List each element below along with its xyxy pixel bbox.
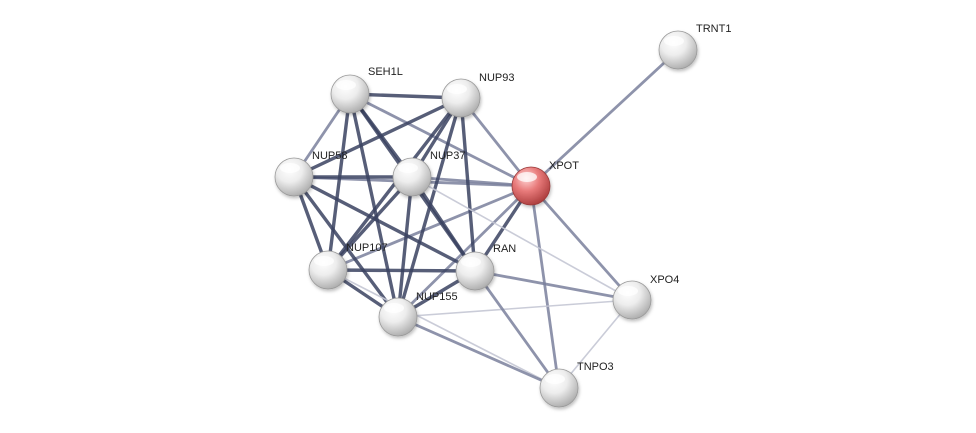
node-label-seh1l: SEH1L	[368, 66, 403, 78]
node-label-xpo4: XPO4	[650, 274, 679, 286]
edge-ran-xpo4	[473, 269, 634, 302]
edge-xpot-xpo4	[529, 184, 634, 302]
edge-xpot-trnt1	[529, 48, 680, 188]
node-label-tnpo3: TNPO3	[577, 361, 614, 373]
edge-nup107-tnpo3	[327, 269, 560, 389]
node-label-nup93: NUP93	[479, 72, 514, 84]
node-nup93[interactable]: NUP93	[441, 72, 514, 118]
node-xpot[interactable]: XPOT	[511, 160, 579, 206]
edge-xpot-tnpo3	[529, 184, 561, 390]
node-highlight	[336, 80, 356, 90]
node-nup37[interactable]: NUP37	[392, 150, 465, 197]
node-highlight	[618, 286, 638, 296]
edge-nup107-ran	[326, 268, 477, 273]
node-highlight	[384, 303, 404, 313]
node-label-xpot: XPOT	[549, 160, 579, 172]
node-seh1l[interactable]: SEH1L	[330, 66, 403, 114]
edge-nup93-ran	[459, 96, 477, 273]
node-highlight	[517, 172, 537, 182]
edge-nup37-xpo4	[411, 176, 633, 301]
node-highlight	[461, 257, 481, 267]
node-label-ran: RAN	[493, 243, 516, 255]
node-label-nup58: NUP58	[312, 150, 347, 162]
node-label-nup107: NUP107	[346, 242, 388, 254]
node-nup58[interactable]: NUP58	[274, 150, 347, 197]
edge-nup58-ran	[292, 175, 477, 273]
edge-nup58-nup155	[292, 175, 400, 319]
node-label-trnt1: TRNT1	[696, 23, 731, 35]
edge-nup155-xpo4	[397, 299, 633, 318]
node-highlight	[447, 84, 467, 94]
node-ran[interactable]: RAN	[455, 243, 516, 291]
node-xpo4[interactable]: XPO4	[612, 274, 679, 320]
node-label-nup155: NUP155	[416, 291, 458, 303]
edge-nup155-tnpo3	[396, 315, 561, 390]
node-highlight	[664, 36, 684, 46]
edge-seh1l-nup155	[348, 92, 400, 319]
node-highlight	[280, 163, 300, 173]
node-nup107[interactable]: NUP107	[308, 242, 388, 290]
edge-nup37-nup155	[396, 175, 414, 319]
node-highlight	[545, 374, 565, 384]
edge-nup37-nup107	[326, 175, 414, 272]
edge-xpot-nup155	[396, 184, 533, 319]
node-nup155[interactable]: NUP155	[378, 291, 458, 337]
edge-xpot-nup37	[410, 175, 533, 188]
node-highlight	[314, 256, 334, 266]
edge-nup93-nup155	[396, 96, 463, 319]
edge-nup93-nup58	[292, 96, 463, 179]
edge-seh1l-nup107	[326, 92, 352, 272]
node-highlight	[398, 163, 418, 173]
node-tnpo3[interactable]: TNPO3	[539, 361, 614, 408]
edge-xpot-seh1l	[348, 92, 533, 188]
edge-xpot-nup107	[326, 184, 533, 272]
node-label-nup37: NUP37	[430, 150, 465, 162]
node-trnt1[interactable]: TRNT1	[658, 23, 731, 70]
edge-ran-tnpo3	[473, 269, 561, 390]
